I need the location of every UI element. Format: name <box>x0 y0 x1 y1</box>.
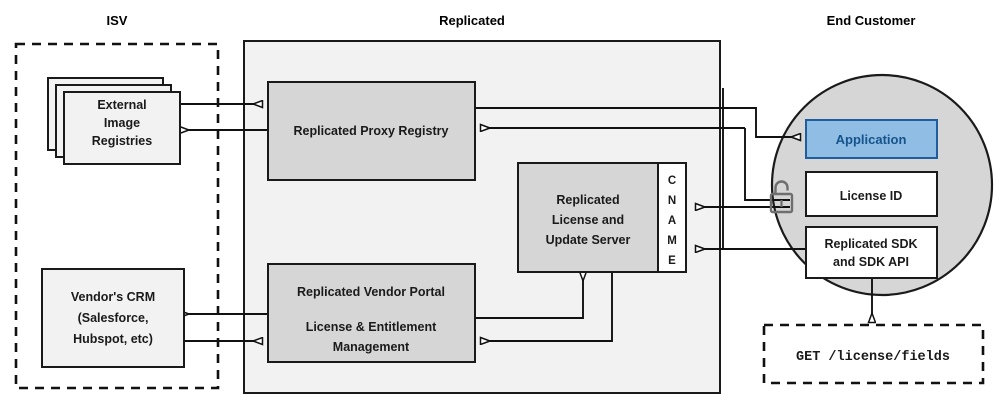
connector-portal-to-server <box>475 272 583 319</box>
node-label-line: License ID <box>840 189 903 203</box>
node-replicated-vendor-portal[interactable]: Replicated Vendor Portal License & Entit… <box>267 263 476 363</box>
group-label-isv: ISV <box>107 13 128 28</box>
connector-customer-to-proxy-leg <box>744 128 790 201</box>
node-vendors-crm[interactable]: Vendor's CRM (Salesforce, Hubspot, etc) <box>41 268 185 368</box>
node-application[interactable]: Application <box>805 119 938 159</box>
node-label-line: License and <box>552 213 624 227</box>
cname-letter: A <box>668 215 676 227</box>
cname-letter: E <box>668 255 676 267</box>
node-external-image-registries[interactable]: External Image Registries <box>47 77 181 165</box>
node-label-line: Replicated <box>556 193 619 207</box>
node-label-line: Hubspot, etc) <box>73 332 153 346</box>
node-label-line: Registries <box>92 134 152 148</box>
node-label-line: Application <box>836 132 907 147</box>
cname-letter: C <box>668 175 676 187</box>
cname-letter: N <box>668 195 676 207</box>
node-replicated-sdk[interactable]: Replicated SDK and SDK API <box>805 226 938 279</box>
node-replicated-proxy-registry[interactable]: Replicated Proxy Registry <box>267 81 476 181</box>
cname-letter: M <box>667 235 677 247</box>
node-label-line: Update Server <box>546 233 631 247</box>
group-isv <box>14 42 220 390</box>
api-call-label: GET /license/fields <box>796 350 950 365</box>
node-label-line: Management <box>333 340 410 354</box>
node-label-line: Image <box>104 116 140 130</box>
connector-proxy-to-application <box>475 107 800 137</box>
node-label-line: Replicated Vendor Portal <box>297 285 445 299</box>
node-label-line: Replicated Proxy Registry <box>294 124 449 138</box>
group-label-replicated: Replicated <box>439 13 505 28</box>
node-label-line: and SDK API <box>833 255 909 269</box>
node-cname[interactable]: C N A M E <box>657 162 687 273</box>
node-replicated-license-update-server[interactable]: Replicated License and Update Server <box>517 162 659 273</box>
node-label-line: (Salesforce, <box>78 311 149 325</box>
node-api-call[interactable]: GET /license/fields <box>762 323 985 385</box>
group-label-end-customer: End Customer <box>827 13 916 28</box>
connector-server-to-portal <box>481 272 613 341</box>
node-label-line: Replicated SDK <box>824 237 917 251</box>
node-label-line: Vendor's CRM <box>71 290 155 304</box>
node-label-line: License & Entitlement <box>306 320 437 334</box>
node-label-line: External <box>97 98 146 112</box>
unlocked-padlock-icon <box>769 180 794 214</box>
node-license-id[interactable]: License ID <box>805 171 938 217</box>
